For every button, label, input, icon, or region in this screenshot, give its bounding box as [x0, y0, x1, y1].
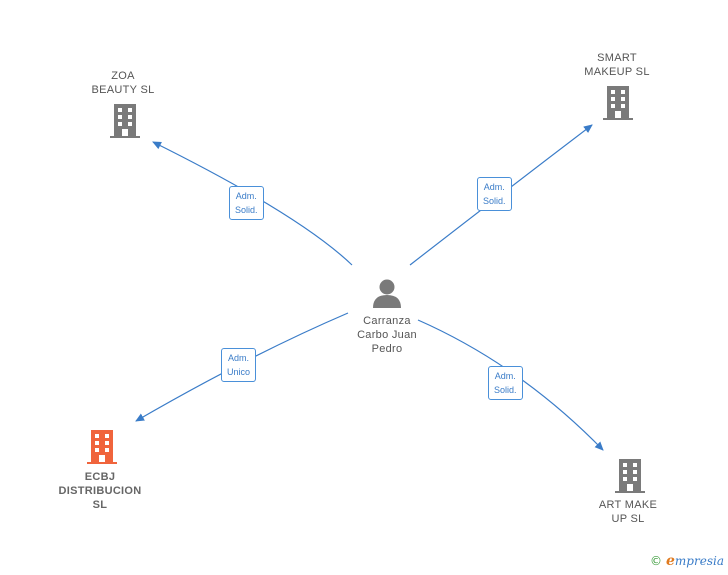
copyright-icon: © [650, 554, 662, 568]
ecbj-line-1: ECBJ [84, 471, 116, 483]
building-icon[interactable] [87, 430, 117, 464]
node-label-center-person[interactable]: Carranza Carbo Juan Pedro [338, 314, 436, 356]
building-icon[interactable] [110, 104, 140, 138]
ecbj-line-3: SL [92, 499, 108, 511]
empresia-logo[interactable]: © empresia [650, 553, 724, 569]
edge-label-ecbj-distribucion[interactable]: Adm. Unico [221, 348, 257, 382]
node-label-ecbj-distribucion[interactable]: ECBJ DISTRIBUCION SL [40, 470, 160, 512]
edge-ecbj-line-2: Unico [227, 367, 251, 377]
edge-zoa-line-2: Solid. [235, 205, 258, 215]
node-label-smart-makeup[interactable]: SMART MAKEUP SL [572, 51, 662, 79]
smart-line-2: MAKEUP SL [584, 66, 650, 78]
center-line-2: Carbo Juan [357, 329, 417, 341]
node-label-art-makeup[interactable]: ART MAKE UP SL [583, 498, 673, 526]
edge-to-zoa-beauty [152, 141, 353, 266]
building-icon[interactable] [603, 86, 633, 120]
edge-label-smart-makeup[interactable]: Adm. Solid. [477, 177, 512, 211]
edge-smart-line-1: Adm. [483, 182, 505, 192]
brand-name: mpresia [674, 554, 724, 568]
edge-zoa-line-1: Adm. [235, 191, 257, 201]
node-label-zoa-beauty[interactable]: ZOA BEAUTY SL [78, 69, 168, 97]
smart-line-1: SMART [597, 52, 637, 64]
art-line-2: UP SL [611, 513, 645, 525]
art-line-1: ART MAKE [598, 499, 658, 511]
edge-art-line-1: Adm. [494, 371, 516, 381]
ecbj-line-2: DISTRIBUCION [58, 485, 142, 497]
edge-art-line-2: Solid. [494, 385, 517, 395]
edge-ecbj-line-1: Adm. [228, 353, 250, 363]
building-icon[interactable] [615, 459, 645, 493]
center-line-3: Pedro [371, 343, 403, 355]
edge-label-art-makeup[interactable]: Adm. Solid. [488, 366, 523, 400]
center-line-1: Carranza [363, 315, 411, 327]
person-icon[interactable] [371, 278, 403, 308]
zoa-line-1: ZOA [111, 70, 135, 82]
edge-smart-line-2: Solid. [483, 196, 506, 206]
brand-initial: e [666, 553, 675, 569]
edge-label-zoa-beauty[interactable]: Adm. Solid. [229, 186, 264, 220]
zoa-line-2: BEAUTY SL [91, 84, 155, 96]
